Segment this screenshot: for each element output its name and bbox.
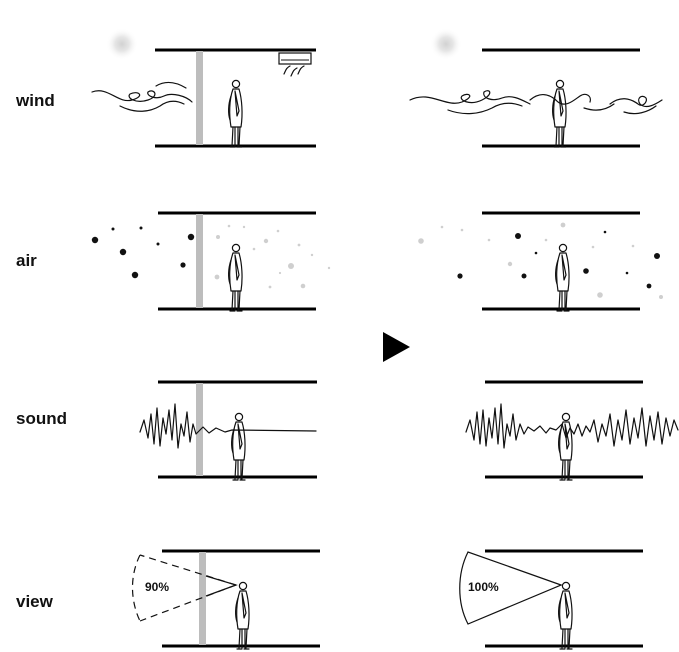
wind-gust (447, 102, 523, 115)
air-after-panel (418, 211, 663, 312)
wind-gust (623, 105, 657, 115)
wind-gust (409, 90, 531, 105)
wind-before-panel (91, 48, 316, 148)
air-particles-inside (515, 222, 663, 299)
standing-person-icon (235, 581, 250, 650)
sun-glow-icon (106, 28, 138, 60)
window-wall (196, 51, 203, 145)
row-label-wind: wind (15, 91, 55, 110)
air-particles-outside (418, 225, 513, 279)
row-label-view: view (16, 592, 54, 611)
window-wall (196, 214, 203, 308)
row-label-sound: sound (16, 409, 67, 428)
standing-person-icon (228, 243, 243, 312)
view-cone-100 (459, 551, 563, 625)
air-before-panel (91, 211, 331, 312)
wind-gust (119, 100, 185, 112)
standing-person-icon (558, 412, 573, 481)
standing-person-icon (552, 79, 567, 148)
air-conditioner-icon (278, 52, 312, 77)
play-arrow-icon (383, 332, 410, 362)
air-particles-outside (91, 226, 195, 279)
wind-after-panel (409, 48, 663, 148)
standing-person-icon (228, 79, 243, 148)
row-label-air: air (16, 251, 37, 270)
wind-gust (583, 103, 615, 111)
standing-person-icon (555, 243, 570, 312)
window-wall (196, 383, 203, 476)
view-after-panel: 100% (459, 549, 643, 650)
wind-gust (529, 93, 591, 105)
view-before-panel: 90% (131, 549, 320, 650)
view-percent-after: 100% (468, 580, 499, 594)
sound-after-panel (465, 380, 679, 481)
sun-glow-icon (430, 28, 462, 60)
window-wall (199, 552, 206, 645)
standing-person-icon (231, 412, 246, 481)
view-cone-90 (131, 554, 238, 622)
view-percent-before: 90% (145, 580, 169, 594)
sound-before-panel (139, 380, 317, 481)
air-particles-inside (214, 224, 331, 289)
standing-person-icon (558, 581, 573, 650)
wind-gust (91, 90, 193, 103)
sound-wave (139, 403, 317, 449)
wind-gust (155, 81, 187, 89)
wind-gust (609, 95, 663, 108)
